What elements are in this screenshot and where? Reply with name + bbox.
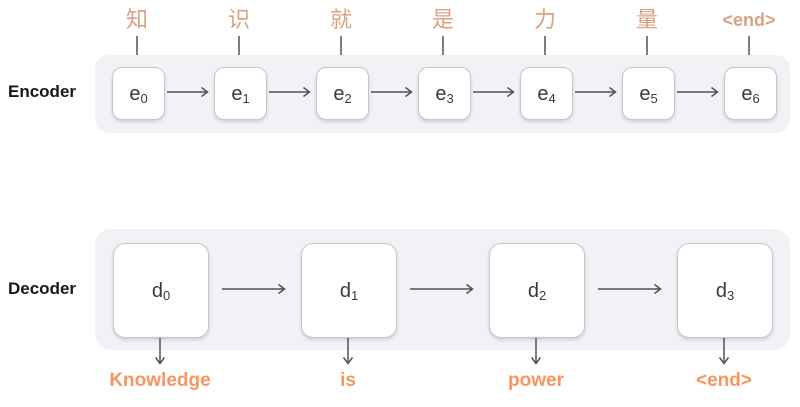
arrow-right-icon [269, 86, 311, 98]
cell-subscript: 1 [242, 91, 250, 106]
arrow-right-icon [222, 283, 286, 295]
cell-label: d [339, 279, 351, 302]
arrow-right-icon [410, 283, 474, 295]
arrow-right-icon [473, 86, 515, 98]
encoder-input-token: 是 [431, 7, 455, 32]
cell-label: d [151, 279, 163, 302]
cell-label: e [231, 82, 243, 105]
cell-label: e [741, 82, 753, 105]
cell-label: d [715, 279, 727, 302]
cell-label: e [129, 82, 141, 105]
cell-label: e [639, 82, 651, 105]
arrow-down-icon [718, 338, 730, 365]
arrow-right-icon [575, 86, 617, 98]
cell-subscript: 0 [162, 288, 171, 303]
cell-subscript: 0 [140, 91, 148, 106]
cell-subscript: 1 [350, 288, 359, 303]
encoder-input-token: 识 [227, 7, 251, 32]
cell-label: d [527, 279, 539, 302]
decoder-output-token-end: <end> [696, 370, 752, 391]
decoder-output-token: Knowledge [109, 370, 211, 391]
encoder-input-token-end: <end> [722, 10, 776, 30]
cell-subscript: 4 [548, 91, 556, 106]
arrow-right-icon [598, 283, 662, 295]
arrow-down-icon [530, 338, 542, 365]
decoder-section-label: Decoder [8, 279, 77, 298]
arrow-right-icon [167, 86, 209, 98]
encoder-input-token: 量 [635, 7, 659, 32]
cell-subscript: 5 [650, 91, 658, 106]
cell-subscript: 2 [538, 288, 547, 303]
encoder-input-token: 就 [329, 7, 353, 32]
arrow-down-icon [154, 338, 166, 365]
cell-label: e [435, 82, 447, 105]
cell-subscript: 3 [446, 91, 454, 106]
decoder-output-token: power [508, 370, 564, 391]
cell-subscript: 6 [752, 91, 760, 106]
cell-subscript: 2 [344, 91, 352, 106]
arrow-down-icon [342, 338, 354, 365]
decoder-output-token: is [340, 370, 356, 391]
cell-subscript: 3 [726, 288, 735, 303]
arrow-right-icon [371, 86, 413, 98]
cell-label: e [537, 82, 549, 105]
cell-label: e [333, 82, 345, 105]
encoder-input-token: 知 [125, 7, 149, 32]
encoder-input-token: 力 [533, 7, 557, 32]
encoder-section-label: Encoder [8, 82, 77, 101]
arrow-right-icon [677, 86, 719, 98]
